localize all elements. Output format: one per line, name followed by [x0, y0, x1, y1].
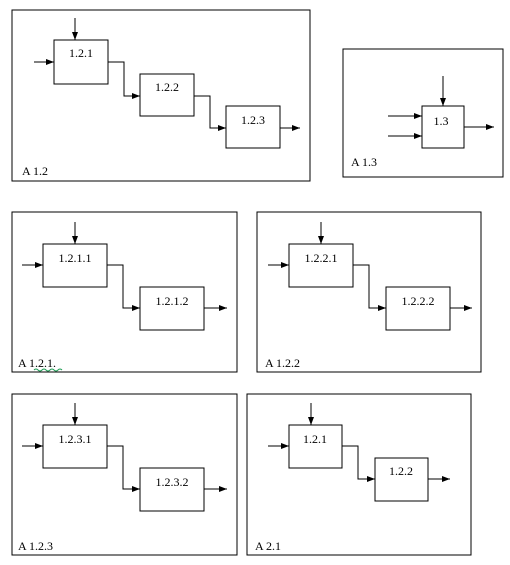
block-label: 1.2.3 — [241, 113, 265, 127]
link-arrow — [107, 445, 140, 492]
process-block — [53, 39, 109, 85]
link-arrow — [353, 264, 386, 311]
block-label: 1.2.3.2 — [156, 475, 189, 489]
block-label: 1.2.2.2 — [402, 294, 435, 308]
panel-a-2-1: 1.2.1 1.2.2 A 2.1 — [246, 393, 472, 556]
panel-frame — [256, 211, 482, 373]
panel-caption: A 1.2.3 — [18, 539, 53, 553]
block-label: 1.2.1 — [303, 432, 327, 446]
process-block — [139, 73, 195, 117]
process-block — [42, 243, 108, 288]
link-arrow — [107, 264, 140, 311]
block-label: 1.2.1 — [69, 46, 93, 60]
block-label: 1.2.3.1 — [59, 432, 92, 446]
panel-caption: A 2.1 — [255, 539, 281, 553]
panel-caption: A 1.2.2 — [265, 356, 300, 370]
panel-caption: A 1.3 — [351, 155, 377, 169]
panel-frame — [11, 211, 238, 373]
process-block — [385, 286, 451, 331]
link-arrow — [194, 95, 226, 131]
process-block — [139, 286, 205, 331]
spellcheck-underline — [33, 368, 63, 372]
panel-frame — [246, 393, 472, 556]
block-label: 1.2.1.2 — [156, 294, 189, 308]
panel-a-1-2-3: 1.2.3.1 1.2.3.2 A 1.2.3 — [11, 393, 238, 556]
link-arrow — [342, 445, 375, 482]
link-arrow — [108, 61, 140, 99]
block-label: 1.2.2.1 — [305, 251, 338, 265]
panel-a-1-3: 1.3 A 1.3 — [342, 48, 504, 178]
panel-a-1-2-1: 1.2.1.1 1.2.1.2 A 1.2.1. — [11, 211, 238, 373]
panel-frame — [11, 9, 311, 182]
process-block — [42, 424, 108, 469]
panel-caption: A 1.2 — [22, 164, 48, 178]
process-block — [139, 467, 205, 512]
panel-a-1-2-2: 1.2.2.1 1.2.2.2 A 1.2.2 — [256, 211, 482, 373]
block-label: 1.3 — [434, 114, 449, 128]
block-label: 1.2.2 — [389, 464, 413, 478]
panel-a-1-2: 1.2.1 1.2.2 1.2.3 A 1.2 — [11, 9, 311, 182]
panel-caption: A 1.2.1. — [18, 356, 56, 370]
block-label: 1.2.2 — [155, 80, 179, 94]
panel-frame — [11, 393, 238, 556]
block-label: 1.2.1.1 — [59, 251, 92, 265]
process-block — [225, 105, 281, 149]
panel-frame — [342, 48, 504, 178]
process-block — [421, 105, 465, 149]
